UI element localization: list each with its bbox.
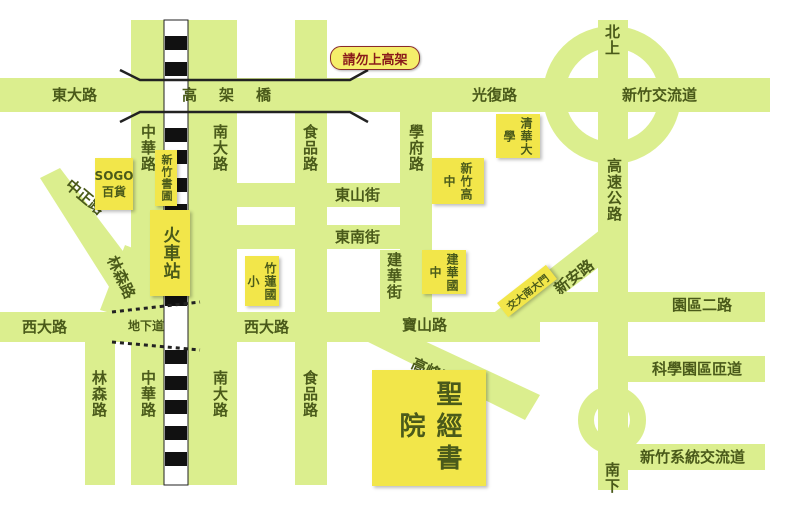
label-shipin-n: 食品路 xyxy=(301,124,319,172)
label-zhonghua-s: 中華路 xyxy=(139,370,157,418)
place-church: 聖經書院 xyxy=(372,370,486,486)
label-baoshan: 寶山路 xyxy=(402,316,448,334)
label-yuanqu2: 園區二路 xyxy=(672,296,733,314)
label-xida-e: 西大路 xyxy=(244,318,290,336)
place-xinzhu-shuyuan: 新竹書圃 xyxy=(155,150,177,206)
no-overpass-warning: 請勿上高架 xyxy=(330,46,420,70)
label-dongda: 東大路 xyxy=(52,86,98,104)
label-linsen-s: 林森路 xyxy=(90,370,108,418)
label-kexue: 科學園區匝道 xyxy=(652,360,743,378)
label-jianhua: 建華街 xyxy=(385,252,403,300)
label-nanda-s: 南大路 xyxy=(211,370,229,418)
label-dongnan: 東南街 xyxy=(335,228,381,246)
label-nanda-n: 南大路 xyxy=(211,124,229,172)
place-station: 火車站 xyxy=(150,210,190,296)
label-nanxia: 南下 xyxy=(603,462,621,494)
place-jianhua-zhong: 建華國中 xyxy=(422,250,466,294)
place-sogo: SOGO百貨 xyxy=(95,158,133,210)
place-qinghua: 清華大學 xyxy=(496,114,540,158)
label-guangfu: 光復路 xyxy=(472,86,518,104)
label-xuefu: 學府路 xyxy=(407,124,425,172)
label-xinzhu-jiaoliu: 新竹交流道 xyxy=(622,86,698,104)
label-xitong-jiaoliu: 新竹系統交流道 xyxy=(640,448,746,466)
place-zhumeng: 竹蓮國小 xyxy=(245,256,279,306)
label-zhonghua-n: 中華路 xyxy=(139,124,157,172)
label-dongshan: 東山街 xyxy=(335,186,381,204)
label-gaojiaqiao: 高架橋 xyxy=(182,86,294,104)
label-beishang: 北上 xyxy=(603,24,621,56)
label-shipin-s: 食品路 xyxy=(301,370,319,418)
label-xida-w: 西大路 xyxy=(22,318,68,336)
label-dixiadao: 地下道 xyxy=(128,319,165,333)
place-xinzhu-gaozhong: 新竹高中 xyxy=(432,158,484,204)
label-gaosu: 高速公路 xyxy=(605,158,623,222)
